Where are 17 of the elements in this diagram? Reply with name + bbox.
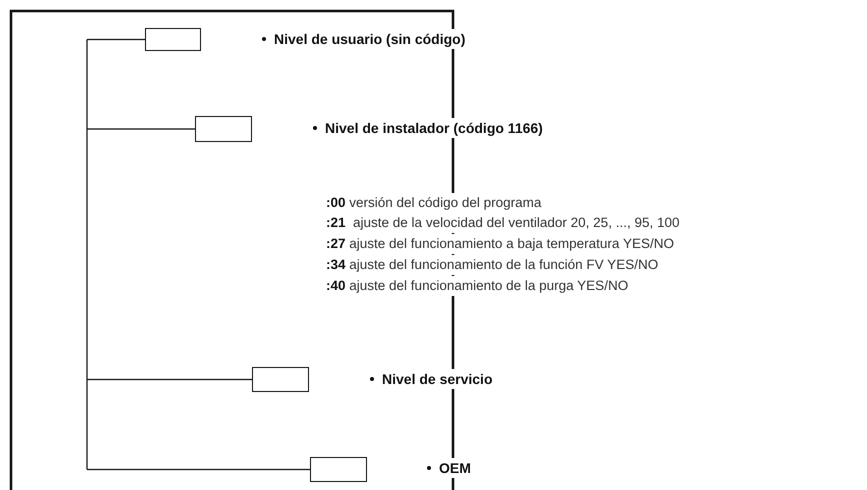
empty-box bbox=[195, 116, 252, 142]
branch-line bbox=[87, 378, 252, 380]
parameter-text: :21 ajuste de la velocidad del ventilador 20, 25, ..., 95, 100 bbox=[326, 213, 680, 233]
level-label: Nivel de usuario (sin código) bbox=[274, 31, 466, 47]
branch-line bbox=[87, 38, 145, 40]
branch-line bbox=[87, 128, 195, 130]
branch-line bbox=[87, 468, 310, 470]
parameter-text: :00 versión del código del programa bbox=[326, 193, 542, 213]
parameter-text: :27 ajuste del funcionamiento a baja temperatura YES/NO bbox=[326, 234, 674, 254]
empty-box bbox=[252, 367, 309, 392]
parameter-text: :34 ajuste del funcionamiento de la función FV YES/NO bbox=[326, 255, 658, 275]
parameter-text: :40 ajuste del funcionamiento de la purga YES/NO bbox=[326, 276, 628, 296]
level-label: Nivel de instalador (código 1166) bbox=[325, 120, 543, 136]
empty-box bbox=[145, 28, 201, 51]
level-label: OEM bbox=[439, 460, 471, 476]
empty-box bbox=[310, 457, 367, 482]
level-label: Nivel de servicio bbox=[382, 371, 493, 387]
